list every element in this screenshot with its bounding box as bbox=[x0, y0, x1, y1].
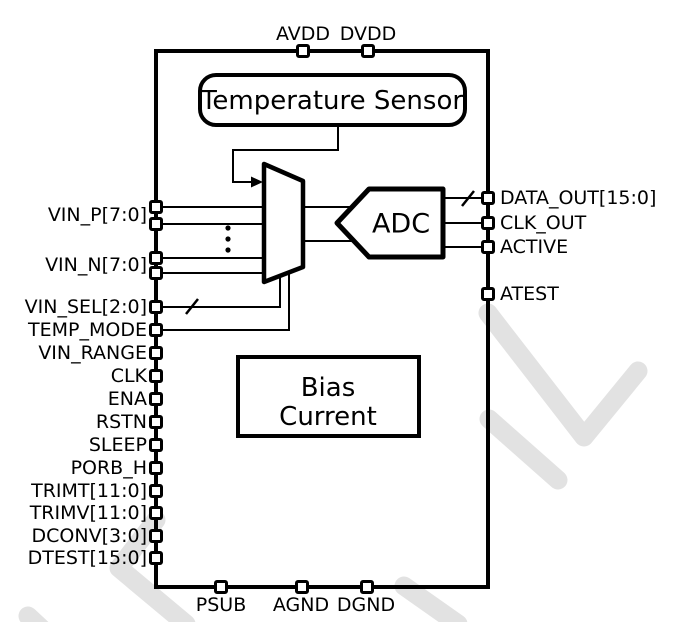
mux-shape bbox=[261, 161, 306, 285]
pin-label-vin-n: VIN_N[7:0] bbox=[45, 254, 147, 276]
pin-clk bbox=[149, 369, 163, 383]
bias-current-label-line1: Bias bbox=[301, 373, 356, 403]
pin-label-vin-range: VIN_RANGE bbox=[38, 342, 147, 364]
pin-vin-n-0 bbox=[149, 251, 163, 265]
watermark-stroke bbox=[394, 576, 468, 622]
wire-temp-mode bbox=[161, 271, 290, 331]
pin-sleep bbox=[149, 438, 163, 452]
watermark-stroke bbox=[18, 606, 49, 622]
pin-dvdd bbox=[361, 44, 375, 58]
watermark-stroke bbox=[479, 409, 568, 490]
watermark-stroke bbox=[478, 303, 648, 447]
pin-rstn bbox=[149, 415, 163, 429]
pin-dconv bbox=[149, 529, 163, 543]
chip-outline bbox=[154, 49, 490, 589]
wire-vin-sel bbox=[161, 274, 281, 308]
pin-label-dvdd: DVDD bbox=[340, 23, 397, 45]
pin-temp-mode bbox=[149, 323, 163, 337]
pin-label-dconv: DCONV[3:0] bbox=[32, 525, 147, 547]
pin-vin-p-1 bbox=[149, 217, 163, 231]
wire-temp-sensor-to-mux bbox=[232, 124, 339, 183]
pin-label-sleep: SLEEP bbox=[89, 434, 147, 456]
pin-label-trimt: TRIMT[11:0] bbox=[30, 480, 147, 502]
pin-avdd bbox=[296, 44, 310, 58]
wires bbox=[161, 124, 483, 331]
pin-atest bbox=[481, 287, 495, 301]
pin-label-atest: ATEST bbox=[500, 283, 559, 305]
pin-label-psub: PSUB bbox=[196, 594, 246, 616]
pin-squares bbox=[149, 44, 495, 594]
pin-ena bbox=[149, 392, 163, 406]
pin-label-dgnd: DGND bbox=[337, 594, 395, 616]
pin-label-data-out: DATA_OUT[15:0] bbox=[500, 187, 656, 209]
temperature-sensor-label: Temperature Sensor bbox=[200, 86, 463, 116]
pin-vin-sel bbox=[149, 300, 163, 314]
temperature-sensor-block bbox=[198, 73, 467, 127]
bus-slashes bbox=[185, 190, 475, 315]
pin-label-porb-h: PORB_H bbox=[71, 457, 147, 479]
pin-dtest bbox=[149, 551, 163, 565]
arrowhead-icon bbox=[251, 176, 263, 188]
adc-block bbox=[334, 186, 446, 260]
pin-agnd bbox=[295, 580, 309, 594]
bias-current-label-line2: Current bbox=[279, 402, 377, 432]
pin-porb-h bbox=[149, 461, 163, 475]
pin-label-temp-mode: TEMP_MODE bbox=[27, 319, 147, 341]
pin-vin-p-0 bbox=[149, 200, 163, 214]
pin-label-vin-sel: VIN_SEL[2:0] bbox=[25, 296, 147, 318]
pin-label-vin-p: VIN_P[7:0] bbox=[48, 204, 147, 226]
pin-label-avdd: AVDD bbox=[276, 23, 330, 45]
pin-label-active: ACTIVE bbox=[500, 236, 568, 258]
pin-label-rstn: RSTN bbox=[96, 411, 147, 433]
pin-psub bbox=[214, 580, 228, 594]
pin-label-dtest: DTEST[15:0] bbox=[28, 547, 147, 569]
pin-label-ena: ENA bbox=[108, 388, 147, 410]
pin-vin-range bbox=[149, 346, 163, 360]
pin-active bbox=[481, 240, 495, 254]
bus-slash-data-out bbox=[461, 190, 475, 207]
pin-label-agnd: AGND bbox=[273, 594, 329, 616]
bias-current-block bbox=[236, 355, 421, 438]
pin-vin-n-1 bbox=[149, 266, 163, 280]
watermark bbox=[18, 303, 648, 622]
bus-slash-vin-sel bbox=[185, 298, 199, 315]
pin-dgnd bbox=[360, 580, 374, 594]
pin-trimt bbox=[149, 484, 163, 498]
pin-clk-out bbox=[481, 216, 495, 230]
pin-label-trimv: TRIMV[11:0] bbox=[29, 502, 147, 524]
ellipsis-dots-icon bbox=[225, 225, 231, 253]
pin-label-clk-out: CLK_OUT bbox=[500, 212, 587, 234]
watermark-stroke bbox=[109, 510, 196, 622]
adc-label: ADC bbox=[372, 209, 430, 240]
pin-data-out bbox=[481, 191, 495, 205]
pin-trimv bbox=[149, 506, 163, 520]
pin-label-clk: CLK bbox=[111, 365, 148, 387]
